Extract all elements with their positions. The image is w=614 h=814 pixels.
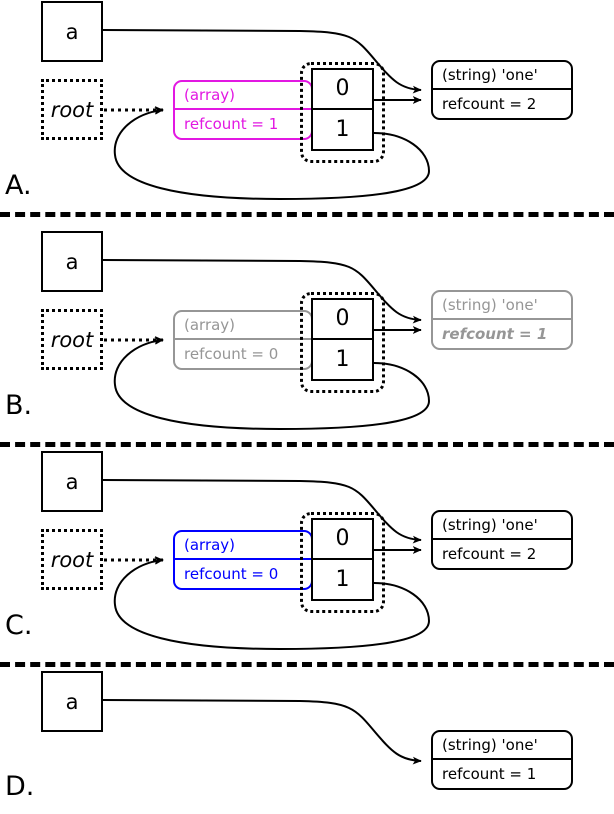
root-box: root [41,309,103,370]
array-cell-0: 0 [313,300,372,340]
string-record: (string) 'one' refcount = 2 [431,510,573,570]
string-refcount-label: refcount = 1 [442,765,537,783]
panel-label-a: A. [5,170,32,201]
string-type-label: (string) 'one' [433,732,571,760]
edge-a-to-string [102,479,422,544]
array-cells-container [300,292,385,393]
string-record: (string) 'one' refcount = 2 [431,60,573,120]
edge-a-to-string [102,29,422,94]
panel-c-connectors [102,479,431,651]
array-cell-0: 0 [313,70,372,110]
array-refcount-label: refcount = 0 [184,565,279,583]
string-type-label: (string) 'one' [433,62,571,90]
array-cells-container [300,512,385,613]
array-cell-1: 1 [335,346,350,372]
panel-a-connectors [102,29,431,201]
string-refcount-label: refcount = 1 [442,325,548,343]
string-record: (string) 'one' refcount = 1 [431,290,573,350]
variable-box-a: a [41,1,103,62]
panel-label-d: D. [5,771,35,802]
array-cells-container [300,62,385,163]
variable-box-a: a [41,231,103,292]
array-cells: 0 1 [311,68,374,151]
array-record: (array) refcount = 1 [173,80,313,140]
root-box: root [41,79,103,140]
edge-cell1-loop-to-array [113,337,431,431]
edge-a-to-string [102,699,422,765]
panel-label-b: B. [5,390,33,421]
array-type-label: (array) [175,532,311,560]
string-type-label: (string) 'one' [433,292,571,320]
array-record: (array) refcount = 0 [173,310,313,370]
array-type-label: (array) [175,312,311,340]
string-type-label: (string) 'one' [433,512,571,540]
array-type-label: (array) [175,82,311,110]
panel-separator-3 [0,662,614,667]
panel-label-c: C. [5,610,33,641]
root-box: root [41,529,103,590]
array-cells: 0 1 [311,518,374,601]
variable-box-a: a [41,671,103,732]
array-cell-1: 1 [335,116,350,142]
array-refcount-label: refcount = 1 [184,115,279,133]
edge-cell1-loop-to-array [113,107,431,201]
panel-separator-2 [0,442,614,447]
array-cells: 0 1 [311,298,374,381]
edge-cell1-loop-to-array [113,557,431,651]
panel-d-connectors [102,699,422,765]
string-refcount-label: refcount = 2 [442,545,537,563]
string-refcount-label: refcount = 2 [442,95,537,113]
array-record: (array) refcount = 0 [173,530,313,590]
panel-b-connectors [102,259,431,431]
edge-a-to-string [102,259,422,324]
string-record: (string) 'one' refcount = 1 [431,730,573,790]
variable-box-a: a [41,451,103,512]
array-cell-1: 1 [335,566,350,592]
panel-separator-1 [0,212,614,217]
array-cell-0: 0 [313,520,372,560]
array-refcount-label: refcount = 0 [184,345,279,363]
